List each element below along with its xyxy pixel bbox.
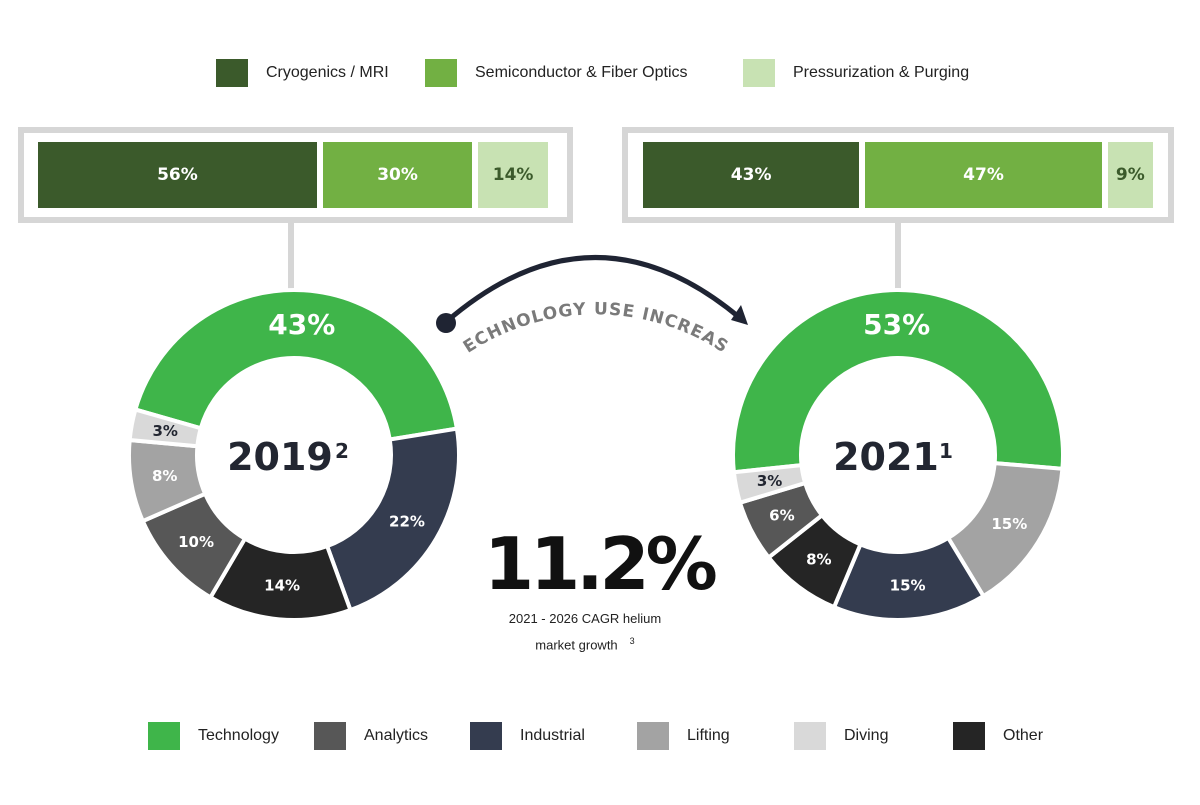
donut2021-label-technology: 53% bbox=[863, 308, 930, 341]
donut2019-slice-diving bbox=[127, 407, 204, 449]
legend-label: Semiconductor & Fiber Optics bbox=[475, 64, 688, 81]
legend-label: Other bbox=[1003, 727, 1044, 744]
legend-swatch bbox=[216, 59, 248, 87]
cagr-footnote: 3 bbox=[629, 636, 635, 646]
legend-swatch bbox=[637, 722, 669, 750]
donut2019-label-analytics: 10% bbox=[178, 533, 214, 551]
donut2021-label-industrial: 15% bbox=[890, 577, 926, 595]
arrow-tail-dot bbox=[436, 313, 456, 333]
legend-swatch bbox=[953, 722, 985, 750]
legend-label: Industrial bbox=[520, 727, 585, 744]
legend-item-lifting: Lifting bbox=[637, 722, 730, 750]
arrow-label: TECHNOLOGY USE INCREASE bbox=[0, 0, 731, 358]
cagr-caption-line2-wrap: market growth 3 bbox=[490, 630, 680, 656]
donut-2021: 53% 15% 15% 8% 6% 3% bbox=[731, 288, 1065, 622]
donut-2019: 43% 22% 14% 10% 8% 3% bbox=[127, 288, 461, 622]
donut2021-slice-diving bbox=[731, 462, 808, 506]
donut2019-label-diving: 3% bbox=[153, 422, 178, 440]
bar-2021-segment-2: 47% bbox=[865, 142, 1102, 208]
legend-label: Analytics bbox=[364, 727, 429, 744]
legend-label: Pressurization & Purging bbox=[793, 64, 970, 81]
legend-swatch bbox=[314, 722, 346, 750]
legend-item-diving: Diving bbox=[794, 722, 888, 750]
legend-swatch bbox=[743, 59, 775, 87]
donut2021-slice-technology bbox=[731, 288, 1065, 475]
donut2021-label-diving: 3% bbox=[757, 472, 782, 490]
bar-2021-segment-3: 9% bbox=[1107, 142, 1153, 208]
donut2019-label-lifting: 8% bbox=[152, 467, 177, 485]
svg-text:TECHNOLOGY USE INCREASE: TECHNOLOGY USE INCREASE bbox=[0, 0, 732, 358]
donut2021-label-other: 8% bbox=[806, 550, 831, 568]
donut-center-year-2019: 2019 bbox=[227, 435, 333, 479]
connector-2019 bbox=[288, 222, 294, 292]
arrow-head-icon bbox=[731, 305, 748, 325]
donut2021-label-lifting: 15% bbox=[991, 515, 1027, 533]
cagr-caption-line2: market growth bbox=[535, 637, 618, 653]
donut-center-year-2021: 2021 bbox=[833, 435, 939, 479]
legend-item-technology: Technology bbox=[148, 722, 279, 750]
trend-arrow: TECHNOLOGY USE INCREASE bbox=[0, 0, 748, 358]
bar-frame-2021 bbox=[622, 127, 1174, 223]
legend-label: Cryogenics / MRI bbox=[266, 64, 389, 81]
legend-item-analytics: Analytics bbox=[314, 722, 428, 750]
legend-item-industrial: Industrial bbox=[470, 722, 585, 750]
legend-swatch bbox=[470, 722, 502, 750]
legend-item-pressurization: Pressurization & Purging bbox=[743, 59, 969, 87]
donut-footnote-2019: 2 bbox=[335, 439, 349, 463]
cagr-caption-line1: 2021 - 2026 CAGR helium bbox=[508, 611, 662, 626]
connector-2021 bbox=[895, 222, 901, 292]
legend-swatch bbox=[425, 59, 457, 87]
donut2021-label-analytics: 6% bbox=[769, 507, 794, 525]
legend-swatch bbox=[148, 722, 180, 750]
cagr-caption: 2021 - 2026 CAGR helium market growth 3 bbox=[490, 608, 680, 656]
bar-frame-2019 bbox=[18, 127, 573, 223]
donut-footnote-2021: 1 bbox=[939, 439, 953, 463]
legend-item-other: Other bbox=[953, 722, 1043, 750]
donut2019-label-industrial: 22% bbox=[389, 512, 425, 530]
legend-swatch bbox=[794, 722, 826, 750]
legend-label: Lifting bbox=[687, 727, 730, 744]
donut2019-slice-industrial bbox=[324, 426, 461, 613]
donut2019-label-technology: 43% bbox=[268, 308, 335, 341]
bar-2021-segment-1: 43% bbox=[643, 142, 860, 208]
donut2019-slice-technology bbox=[132, 288, 460, 442]
bar-2019-segment-1: 56% bbox=[38, 142, 317, 208]
donut2019-label-other: 14% bbox=[264, 576, 300, 594]
legend-item-cryogenics: Cryogenics / MRI bbox=[216, 59, 389, 87]
bar-2019-segment-3: 14% bbox=[478, 142, 548, 208]
legend-item-semiconductor: Semiconductor & Fiber Optics bbox=[425, 59, 688, 87]
bar-2019-segment-2: 30% bbox=[322, 142, 473, 208]
legend-label: Technology bbox=[198, 727, 279, 744]
legend-label: Diving bbox=[844, 727, 889, 744]
cagr-value: 11.2% bbox=[484, 522, 718, 606]
